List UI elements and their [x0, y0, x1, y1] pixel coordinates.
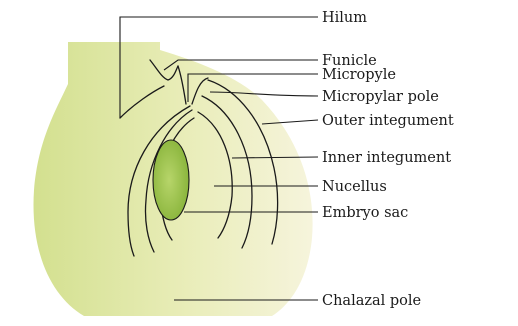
label-outer-integument: Outer integument: [322, 113, 454, 129]
label-embryo-sac: Embryo sac: [322, 205, 408, 221]
label-inner-integument: Inner integument: [322, 150, 451, 166]
label-chalazal-pole: Chalazal pole: [322, 293, 421, 309]
label-micropyle: Micropyle: [322, 67, 396, 83]
label-nucellus: Nucellus: [322, 179, 387, 195]
label-micropylar-pole: Micropylar pole: [322, 89, 439, 105]
embryo-sac: [153, 140, 189, 220]
label-hilum: Hilum: [322, 10, 367, 26]
